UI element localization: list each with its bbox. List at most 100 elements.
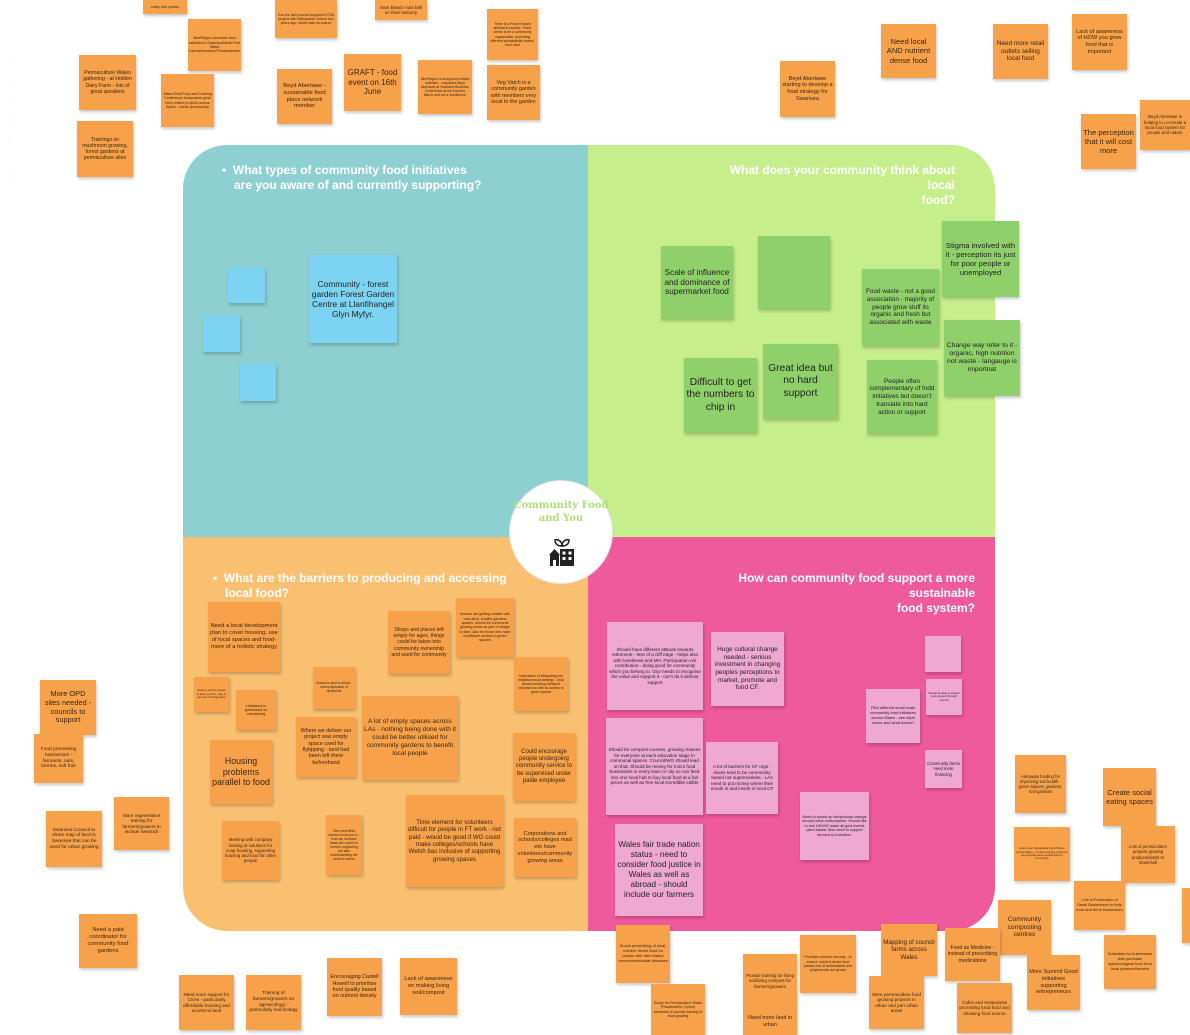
sticky-note[interactable]: 4theRegion promotes food activities in S… [188,19,241,71]
sticky-note[interactable]: Provide training for living soil/living … [743,954,797,1008]
sticky-note[interactable]: Time and effort needed to be put in - fr… [326,815,362,875]
sticky-note[interactable]: Food processing businesses - farmants, n… [34,734,83,783]
sticky-note[interactable]: Should be able to access loan support th… [926,679,962,715]
sticky-note[interactable]: Social prescribing of local, nutrient de… [616,925,670,983]
sticky-note[interactable]: More Summit Good initiatives supporting … [1027,955,1080,1010]
cropped-sticky-note[interactable] [1182,888,1190,943]
sticky-note[interactable]: Difficult to get the numbers to chip in [684,358,757,433]
sticky-note[interactable]: More OPD sites needed - councils to supp… [40,680,96,735]
sticky-note[interactable]: Need more land in urban [743,1008,797,1035]
sticky-note[interactable]: Importance of integrating into neighbour… [514,657,568,711]
sticky-note[interactable]: Should be compost courses, growing class… [606,718,703,815]
sticky-note[interactable]: A lot of barriers for CF orgs - doess te… [706,742,778,814]
sticky-note[interactable]: Lack of awareness of HOW you grow food t… [1072,14,1127,70]
sticky-note[interactable]: Need more retail outlets selling local f… [993,24,1048,79]
title-text: What are the barriers to producing and a… [223,571,507,585]
sticky-note[interactable]: Trainings on mushroom growing, forest ga… [77,121,133,177]
empty-sticky-note[interactable] [228,268,265,303]
sticky-note[interactable]: Can for aid a social supported CSA proje… [275,0,337,38]
sticky-note[interactable]: Time element for volunteers difficult fo… [406,795,503,887]
sticky-note[interactable]: Wales fair trade nation status - need to… [615,824,703,916]
sticky-note[interactable]: Where we deliver our project was empty s… [296,717,356,777]
sticky-note[interactable]: Great idea but no hard support [763,344,838,419]
sticky-note[interactable]: Permaculture Wales gathering - at Holden… [79,55,136,110]
empty-sticky-note[interactable] [925,636,961,672]
sticky-note[interactable]: Stigma involved with it - perception its… [942,221,1019,297]
sticky-note[interactable]: Need a local development plan to cover h… [208,602,280,672]
sticky-note[interactable]: Need to speed up behavioural change arou… [800,792,869,860]
sticky-note[interactable]: Swansea Council to share map of land in … [46,811,102,867]
sticky-note[interactable]: Link in Federation of Small Businesses t… [1074,881,1125,930]
sticky-note[interactable]: Community composting centres [998,900,1051,955]
sticky-note[interactable]: Lots of permaculture projects growing pr… [1121,826,1175,883]
quadrant-title-sustainable-system: How can community food support a more su… [673,571,975,616]
sticky-note[interactable]: Wales Real Food and Farming Conference s… [161,74,214,127]
sticky-note[interactable]: The perception that it will cost more [1081,114,1136,169]
sticky-note[interactable]: Veg Vatch is a community garden with mem… [487,65,540,120]
sticky-note[interactable]: Beyd Abertawe is helping to co-create a … [1140,100,1190,150]
sticky-note[interactable]: People often complementary of fodd initi… [867,360,937,434]
sticky-note[interactable]: Food as Medicine - instead of prescribin… [945,928,1000,981]
sticky-note[interactable]: Housing problems parallel to food [210,740,272,804]
sticky-note[interactable]: Limitations to governance on volunteerin… [236,690,276,730]
sticky-note[interactable]: Training of farmers/growers on agroecolo… [246,975,301,1030]
sticky-note[interactable]: Ham Beach nuts bell on their balcony [375,0,427,20]
sticky-note[interactable]: Food waste - not a good association - ma… [862,269,939,346]
sticky-note[interactable]: Corporations and schools/colleges mad et… [514,818,576,877]
sticky-note[interactable]: Pilot different small scale community fo… [866,689,920,743]
quadrant-title-community-views: What does your community think about loc… [700,163,955,208]
title-line-1: How can community food support a more su… [738,571,975,600]
sticky-note[interactable]: Need local AND nutrient dense food [881,24,936,78]
sticky-note[interactable]: Adequate funding for improving soil heal… [1015,755,1066,813]
sticky-note[interactable]: Scale of influence and dominance of supe… [661,246,733,319]
sticky-note[interactable]: Subsidies for businesses that purchase a… [1104,935,1156,989]
sticky-note[interactable]: Community - forest garden Forest Garden … [309,255,397,343]
sticky-note[interactable]: Beyd Abertawe - sustainable food place n… [277,69,332,124]
empty-sticky-note[interactable] [240,364,276,401]
side-label: ... [9,117,12,120]
title-line-2: food? [921,193,955,207]
sticky-note[interactable]: Houses are getting smaller with new devs… [456,598,514,657]
hub-title-line-2: and You [538,513,584,524]
title-line-2: food system? [896,601,975,615]
sticky-note[interactable]: Scope for Permaculture Wales (Pacamaethu… [651,984,705,1035]
sticky-note[interactable]: More permaculture food growing projects … [869,976,924,1029]
sticky-note[interactable]: Mapping of council farms across Wales [881,924,937,976]
side-label: ... [9,167,12,170]
sticky-note[interactable]: Need to ensure people to focus on this -… [194,677,229,712]
quadrant-title-barriers: • What are the barriers to producing and… [213,571,513,601]
sticky-note[interactable]: Community farms need more financing [925,750,962,788]
sticky-note[interactable]: Could encourage people undergoing commun… [513,733,575,801]
sticky-note[interactable]: Huge cultural change needed - serious in… [711,632,784,706]
sticky-note[interactable]: Meeting with company looking at solution… [222,821,279,880]
sticky-note[interactable]: Should have different attitude towards r… [607,622,703,710]
hub-title-line-1: Community Food [513,500,609,511]
sticky-note[interactable]: Lack of awareness on making living soil/… [400,958,457,1015]
side-label: ... [9,131,12,134]
sticky-note[interactable]: Create social eating spaces [1103,768,1156,826]
sticky-note[interactable]: Need a paid coordinator for community fo… [79,914,137,968]
sticky-note[interactable]: Beyd Abertawe starting to develop a food… [780,61,835,117]
sticky-note[interactable]: Shops and places left empty for ages, th… [388,611,450,674]
sticky-note[interactable]: 4theRegion is doing food related activit… [418,60,472,114]
sticky-note[interactable]: There is a Project based allotment succe… [487,9,538,60]
empty-sticky-note[interactable] [758,236,830,309]
center-hub[interactable]: Community Food and You [510,481,612,583]
sticky-note[interactable]: Access to land is critical - overcomplic… [313,667,355,709]
sticky-note[interactable]: Have more Sustainable Food Places across… [1014,827,1070,881]
sticky-note[interactable]: Cafes and restaurants promoting local fo… [957,983,1012,1033]
side-label: ... [9,155,12,158]
sticky-note[interactable]: A lot of empty spaces across LAs - nothi… [362,696,458,780]
sticky-note[interactable]: Prioritise nutrition security - to ensur… [800,935,856,993]
sticky-note[interactable]: GRAFT - food event on 16th June [344,54,401,111]
garden-house-icon [549,538,574,566]
side-label: ... [9,97,12,100]
sticky-note[interactable]: Need more support for CSAs - particularl… [179,975,234,1030]
sticky-note[interactable]: really nice photos [143,0,187,14]
empty-sticky-note[interactable] [203,316,240,352]
title-line-1: What does your community think about loc… [729,163,955,192]
sticky-note[interactable]: Change way refer to it - organic, high n… [944,320,1020,396]
sticky-note[interactable]: More regenerative training for farmers/g… [114,797,169,850]
sticky-note[interactable]: Encouraging Castell Howell to prioritise… [327,958,382,1016]
